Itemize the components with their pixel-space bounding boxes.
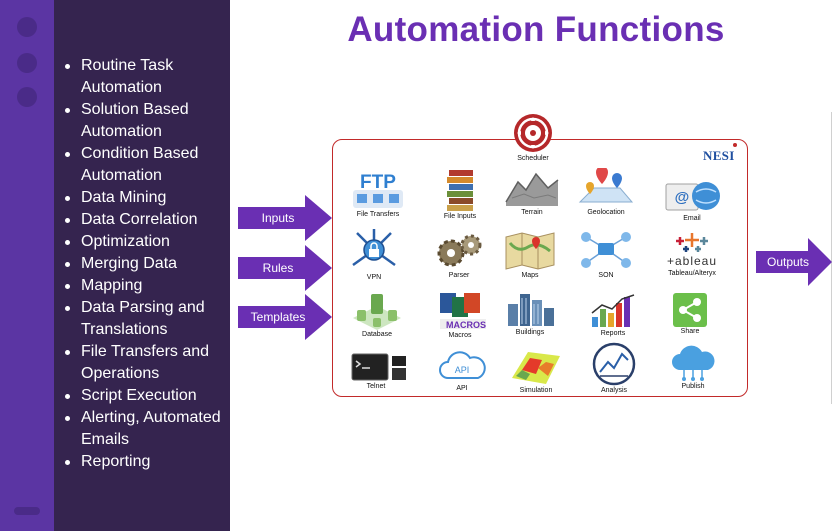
- list-item: Data Parsing and Translations: [60, 297, 235, 341]
- terminal-icon: [351, 353, 406, 381]
- son-item: SON: [568, 229, 644, 279]
- database-item: Database: [339, 290, 415, 338]
- list-item: Mapping: [60, 275, 235, 297]
- list-item: Data Correlation: [60, 209, 235, 231]
- geolocation-label: Geolocation: [587, 209, 625, 216]
- email-label: Email: [683, 215, 701, 222]
- geolocation-item: Geolocation: [568, 168, 644, 216]
- list-item: Data Mining: [60, 187, 235, 209]
- reports-chart-icon: [591, 294, 635, 327]
- reports-item: Reports: [575, 291, 651, 337]
- list-item: Optimization: [60, 231, 235, 253]
- list-item: Merging Data: [60, 253, 235, 275]
- logo-mark: [733, 143, 737, 147]
- publish-item: Publish: [655, 344, 731, 390]
- strip-dot: [17, 17, 37, 37]
- list-item: Condition Based Automation: [60, 143, 235, 187]
- list-item: Reporting: [60, 451, 235, 473]
- file-inputs-item: File Inputs: [422, 166, 498, 220]
- ftp-icon: FTP: [353, 172, 403, 208]
- macros-item: MACROS Macros: [422, 289, 498, 339]
- parser-item: Parser: [421, 231, 497, 279]
- left-panel: Routine Task Automation Solution Based A…: [0, 0, 230, 531]
- decorative-strip: [0, 0, 54, 531]
- database-label: Database: [362, 331, 392, 338]
- telnet-item: Telnet: [338, 352, 414, 390]
- gears-icon: [437, 234, 482, 267]
- analysis-item: Analysis: [576, 342, 652, 394]
- tableau-icon: +ableau: [667, 233, 717, 268]
- share-item: Share: [652, 293, 728, 335]
- api-cloud-text: API: [455, 365, 470, 375]
- file-stack-icon: [447, 170, 473, 211]
- heatmap-icon: [512, 352, 560, 384]
- son-label: SON: [598, 272, 614, 279]
- api-label: API: [456, 385, 468, 392]
- strip-bar: [14, 507, 40, 515]
- simulation-item: Simulation: [498, 348, 574, 394]
- vpn-icon: [352, 229, 396, 267]
- file-transfers-label: File Transfers: [356, 211, 400, 218]
- network-icon: [581, 232, 631, 268]
- analysis-icon: [592, 342, 636, 386]
- vpn-label: VPN: [366, 274, 382, 281]
- cloud-publish-icon: [672, 345, 715, 381]
- templates-label: Templates: [250, 310, 306, 324]
- api-item: API API: [424, 350, 500, 392]
- scheduler-icon: [514, 114, 552, 152]
- office-macros-icon: MACROS: [440, 293, 486, 330]
- share-icon: [673, 293, 707, 327]
- buildings-label: Buildings: [515, 329, 545, 336]
- terrain-icon: [505, 172, 559, 206]
- database-icon: [353, 294, 401, 330]
- api-cloud-icon: API: [439, 351, 486, 379]
- nesi-logo: NESI: [703, 148, 735, 163]
- list-item: Alerting, Automated Emails: [60, 407, 235, 451]
- page-title: Automation Functions: [347, 10, 725, 49]
- reports-label: Reports: [600, 330, 626, 337]
- inputs-label: Inputs: [261, 211, 295, 225]
- outputs-arrow: Outputs: [756, 238, 832, 286]
- function-list: Routine Task Automation Solution Based A…: [60, 55, 235, 473]
- maps-item: Maps: [492, 229, 568, 279]
- scheduler-label: Scheduler: [517, 155, 549, 162]
- publish-label: Publish: [681, 383, 705, 390]
- ftp-text: FTP: [360, 172, 396, 193]
- strip-dot: [17, 53, 37, 73]
- vpn-item: VPN: [336, 227, 412, 281]
- macros-label: Macros: [448, 332, 472, 339]
- geolocation-icon: [578, 168, 634, 203]
- email-icon: @: [665, 182, 720, 211]
- strip-dot: [17, 87, 37, 107]
- tableau-wordmark: +ableau: [667, 254, 717, 268]
- terrain-label: Terrain: [521, 209, 543, 216]
- list-item: Routine Task Automation: [60, 55, 235, 99]
- buildings-item: Buildings: [492, 288, 568, 336]
- map-icon: [505, 232, 555, 270]
- share-label: Share: [680, 328, 700, 335]
- email-item: @ Email: [654, 178, 730, 222]
- tableau-item: +ableau Tableau/Alteryx: [654, 231, 730, 277]
- templates-arrow: Templates: [238, 294, 332, 340]
- buildings-icon: [508, 294, 554, 326]
- email-at-text: @: [675, 189, 690, 206]
- macros-text: MACROS: [446, 320, 486, 330]
- parser-label: Parser: [448, 272, 470, 279]
- list-item: File Transfers and Operations: [60, 341, 235, 385]
- tableau-label: Tableau/Alteryx: [668, 270, 716, 277]
- maps-label: Maps: [521, 272, 539, 279]
- analysis-label: Analysis: [600, 387, 628, 394]
- file-inputs-label: File Inputs: [443, 213, 477, 220]
- inputs-arrow: Inputs: [238, 195, 332, 241]
- list-item: Solution Based Automation: [60, 99, 235, 143]
- outputs-label: Outputs: [766, 255, 810, 269]
- telnet-label: Telnet: [366, 383, 386, 390]
- rules-label: Rules: [262, 261, 294, 275]
- terrain-item: Terrain: [494, 168, 570, 216]
- simulation-label: Simulation: [519, 387, 553, 394]
- list-item: Script Execution: [60, 385, 235, 407]
- rules-arrow: Rules: [238, 245, 332, 291]
- file-transfers-item: FTP File Transfers: [340, 168, 416, 218]
